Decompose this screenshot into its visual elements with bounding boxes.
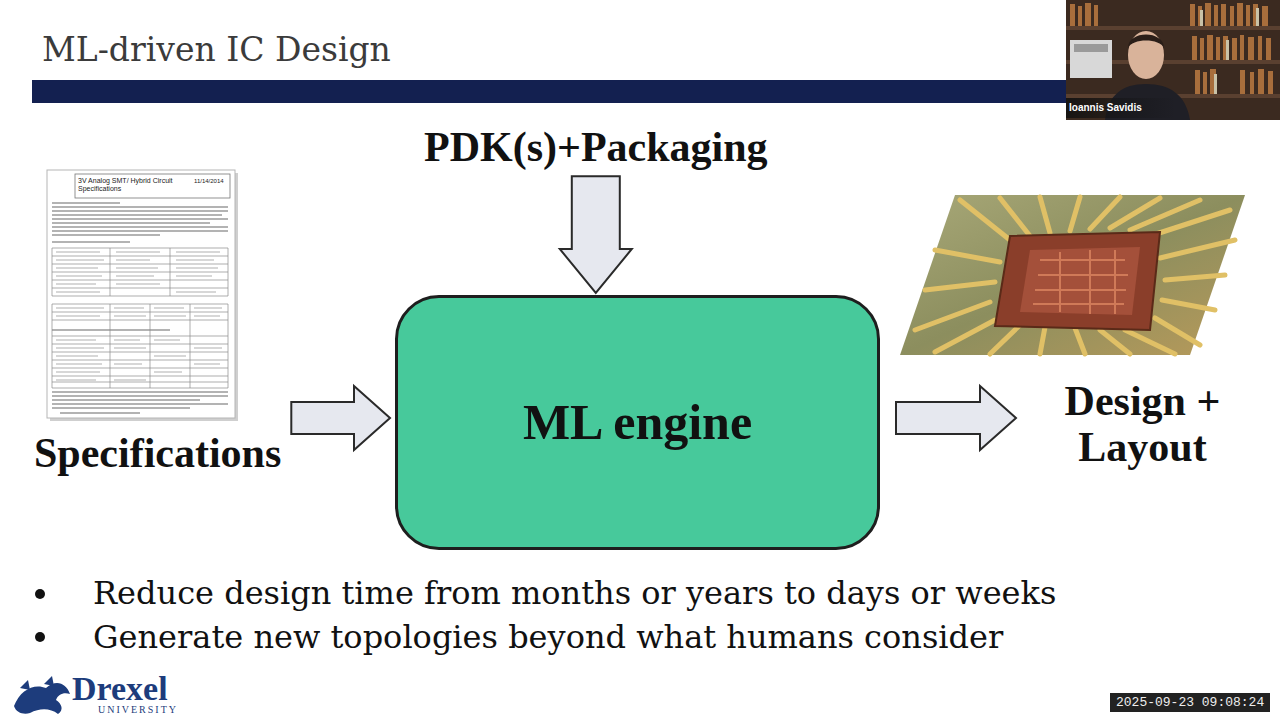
header-bar: [32, 80, 1068, 103]
bullet-text: Generate new topologies beyond what huma…: [93, 617, 1003, 657]
logo-wordmark: Drexel: [72, 672, 168, 706]
block-arrow: [896, 386, 1016, 450]
slide-title: ML-driven IC Design: [42, 30, 391, 70]
doc-date: 11/14/2014: [194, 178, 224, 184]
bullet-dot: [35, 632, 45, 642]
input-label: Specifications: [30, 428, 285, 478]
person-hair: [1128, 35, 1164, 49]
shelf-lines: [1066, 28, 1280, 96]
chip-die: [995, 232, 1160, 330]
name-ground: [1066, 98, 1176, 118]
logo-subtitle: UNIVERSITY: [98, 705, 178, 715]
input-label: PDK(s)+Packaging: [420, 122, 772, 172]
printer-tray: [1074, 44, 1108, 52]
doc-text-lines: [52, 203, 228, 413]
node-text: ML engine: [523, 395, 752, 450]
speaker-name: Ioannis Savidis: [1069, 102, 1142, 113]
node-text: PDK(s)+Packaging: [424, 124, 768, 170]
doc-header-box: [75, 174, 230, 198]
doc-tables: [52, 248, 228, 388]
doc-table-text: [56, 252, 222, 380]
chip-circuitry: [1033, 250, 1128, 314]
book-spines: [1200, 8, 1259, 94]
webcam-frame: [1066, 0, 1280, 120]
timestamp: 2025-09-23 09:08:24: [1110, 693, 1270, 712]
bullet-dot: [35, 589, 45, 599]
doc-title: 3V Analog SMT/ Hybrid Circuit Specificat…: [78, 177, 186, 192]
output-label: Design + Layout: [1040, 376, 1245, 472]
bond-wires: [915, 197, 1235, 354]
node-text: Specifications: [34, 430, 281, 476]
block-arrow: [560, 176, 632, 293]
block-arrow: [291, 386, 390, 450]
node-text: Design + Layout: [1044, 378, 1241, 470]
chip-core: [1020, 247, 1140, 315]
spec-document: [47, 170, 235, 418]
chip-photo: [900, 195, 1245, 355]
dragon-wings: [20, 676, 54, 690]
book-spines: [1070, 3, 1273, 94]
printer: [1070, 40, 1112, 78]
person-head: [1128, 31, 1164, 79]
process-box: ML engine: [395, 295, 880, 550]
bullet-text: Reduce design time from months or years …: [93, 573, 1056, 613]
